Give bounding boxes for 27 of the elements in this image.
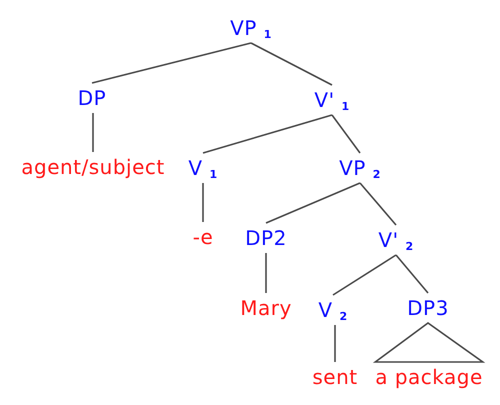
category-label: VP $_{1}$ bbox=[230, 13, 272, 43]
word-label: a package bbox=[375, 362, 483, 392]
category-label: V $_{2}$ bbox=[318, 295, 348, 325]
branch-line bbox=[92, 113, 94, 152]
word-label: Mary bbox=[240, 293, 292, 323]
branch-line bbox=[265, 253, 267, 293]
category-label: V $_{1}$ bbox=[188, 153, 218, 183]
branch-line bbox=[92, 42, 252, 84]
word-label: -e bbox=[192, 222, 214, 252]
branch-line bbox=[331, 114, 361, 154]
triangle-branch bbox=[372, 322, 486, 363]
category-label: VP $_{2}$ bbox=[339, 153, 381, 183]
category-label: V' $_{1}$ bbox=[314, 85, 350, 115]
category-label: DP bbox=[78, 83, 106, 113]
branch-line bbox=[266, 182, 360, 224]
branch-line bbox=[395, 254, 429, 294]
branch-line bbox=[250, 42, 332, 86]
branch-line bbox=[202, 114, 332, 154]
word-label: agent/subject bbox=[21, 152, 165, 182]
category-label: DP3 bbox=[407, 293, 449, 323]
branch-line bbox=[332, 254, 396, 296]
word-label: sent bbox=[312, 362, 358, 392]
category-label: DP2 bbox=[245, 223, 287, 253]
branch-line bbox=[359, 182, 397, 226]
category-label: V' $_{2}$ bbox=[378, 225, 414, 255]
branch-line bbox=[202, 183, 204, 222]
branch-line bbox=[334, 325, 336, 362]
